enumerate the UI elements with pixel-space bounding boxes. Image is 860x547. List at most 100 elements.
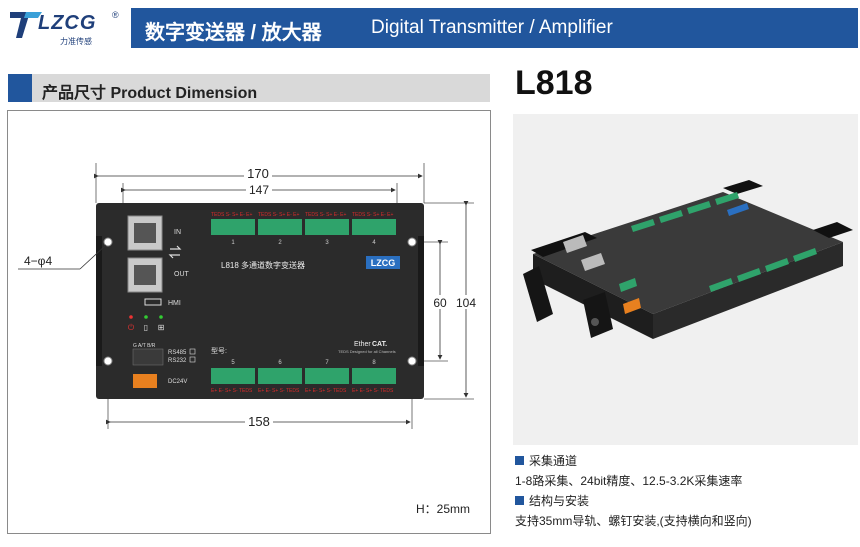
dim-bg bbox=[434, 295, 448, 309]
terminal-label: E+ E- S+ S- TEDS bbox=[352, 388, 394, 394]
side-rail bbox=[96, 236, 102, 366]
rj45-port bbox=[581, 253, 605, 271]
spec-heading-text: 结构与安装 bbox=[529, 494, 590, 508]
end-bracket bbox=[523, 266, 553, 322]
dimension-drawing-svg: 170 147 4−φ4 IN OUT HMI ⏻ ▯ ⊞ L818 多通道数字… bbox=[18, 163, 478, 429]
power-label: DC24V bbox=[168, 379, 187, 385]
side-rail bbox=[418, 236, 424, 366]
terminal-group: 7 E+ E- S+ S- TEDS bbox=[305, 360, 349, 394]
terminal-label: E+ E- S+ S- TEDS bbox=[305, 388, 347, 394]
terminal bbox=[765, 258, 789, 272]
dim-60: 60 bbox=[433, 296, 447, 310]
mount-hole bbox=[103, 237, 113, 247]
terminal-block bbox=[258, 368, 302, 384]
terminal-group: TEDS S- S+ E- E+ 3 bbox=[305, 212, 349, 246]
mount-screw bbox=[591, 318, 599, 326]
mount-hole bbox=[407, 356, 417, 366]
dim-bg bbox=[454, 295, 478, 309]
device-logo-badge bbox=[366, 256, 400, 269]
ethercat-sub: TEDS Designed for all Channels bbox=[338, 349, 396, 354]
terminal-block bbox=[352, 219, 396, 235]
channel-number: 2 bbox=[278, 240, 282, 246]
terminal bbox=[793, 248, 817, 262]
terminal bbox=[715, 192, 739, 205]
channel-number: 1 bbox=[231, 240, 235, 246]
device-logo-badge bbox=[727, 203, 749, 216]
spec-text-1: 1-8路采集、24bit精度、12.5-3.2K采集速率 bbox=[515, 474, 743, 488]
terminal-block bbox=[211, 368, 255, 384]
leader-line bbox=[79, 244, 107, 270]
spec-heading-2: 结构与安装 bbox=[515, 492, 589, 509]
end-rail bbox=[723, 180, 763, 194]
rs232-checkbox bbox=[189, 356, 196, 363]
channel-number: 8 bbox=[372, 360, 376, 366]
channel-number: 3 bbox=[325, 240, 329, 246]
rs232-label: RS232 bbox=[168, 358, 187, 364]
dim-bg bbox=[246, 183, 272, 195]
spec-text-2: 支持35mm导轨、螺钉安装,(支持横向和竖向) bbox=[515, 514, 752, 528]
title-banner: 数字变送器 / 放大器 Digital Transmitter / Amplif… bbox=[131, 8, 858, 48]
photo-terminals-top bbox=[631, 192, 739, 232]
terminal-label: E+ E- S+ S- TEDS bbox=[211, 388, 253, 394]
registered-mark: ® bbox=[112, 10, 119, 20]
rj45-out-socket bbox=[134, 265, 156, 285]
top-terminals: TEDS S- S+ E- E+ 1 TEDS S- S+ E- E+ 2 TE… bbox=[211, 212, 396, 246]
channel-number: 7 bbox=[325, 360, 329, 366]
section-title: 产品尺寸 Product Dimension bbox=[42, 85, 258, 102]
power-connector bbox=[623, 298, 641, 314]
terminal bbox=[631, 219, 655, 232]
status-icon: ▯ bbox=[144, 323, 148, 332]
hmi-port bbox=[144, 298, 162, 306]
model-label: 型号: bbox=[211, 346, 227, 355]
terminal-group: 5 E+ E- S+ S- TEDS bbox=[211, 360, 255, 394]
channel-number: 4 bbox=[372, 240, 376, 246]
product-photo bbox=[513, 114, 858, 445]
terminal-block bbox=[352, 368, 396, 384]
dim-158: 158 bbox=[248, 414, 270, 429]
channel-number: 6 bbox=[278, 360, 282, 366]
power-icon: ⏻ bbox=[128, 323, 135, 332]
rs485-label: RS485 bbox=[168, 350, 187, 356]
terminal-label: TEDS S- S+ E- E+ bbox=[211, 212, 252, 218]
section-accent bbox=[8, 74, 32, 102]
terminal-label: E+ E- S+ S- TEDS bbox=[258, 388, 300, 394]
mount-hole bbox=[407, 237, 417, 247]
terminal-block bbox=[211, 219, 255, 235]
power-connector bbox=[133, 374, 157, 388]
dim-bg bbox=[244, 166, 272, 180]
brand-name: LZCG bbox=[38, 12, 97, 34]
photo-terminals-bottom bbox=[709, 248, 817, 292]
terminal-group: TEDS S- S+ E- E+ 4 bbox=[352, 212, 396, 246]
ethercat-suffix: CAT. bbox=[372, 341, 387, 348]
height-note: H：25mm bbox=[416, 502, 471, 516]
dimension-drawing: 170 147 4−φ4 IN OUT HMI ⏻ ▯ ⊞ L818 多通道数字… bbox=[7, 110, 491, 534]
terminal bbox=[737, 268, 761, 282]
device-body bbox=[96, 203, 424, 399]
hole-label: 4−φ4 bbox=[24, 254, 52, 268]
end-bracket bbox=[583, 292, 613, 338]
terminal-block bbox=[305, 219, 349, 235]
terminal-group: TEDS S- S+ E- E+ 1 bbox=[211, 212, 255, 246]
spec-heading-1: 采集通道 bbox=[515, 452, 577, 469]
led-power bbox=[129, 315, 133, 319]
rs485-connector bbox=[132, 348, 164, 366]
terminal-block bbox=[258, 219, 302, 235]
device-top-face bbox=[533, 192, 843, 314]
terminal-group: 6 E+ E- S+ S- TEDS bbox=[258, 360, 302, 394]
network-icon: ⊞ bbox=[158, 323, 165, 332]
rs485-checkbox bbox=[189, 348, 196, 355]
terminal bbox=[709, 278, 733, 292]
title-cn: 数字变送器 / 放大器 bbox=[145, 22, 322, 44]
bottom-terminals: 5 E+ E- S+ S- TEDS 6 E+ E- S+ S- TEDS 7 … bbox=[211, 360, 396, 394]
logo-mark-icon bbox=[10, 12, 42, 38]
end-rail bbox=[813, 222, 853, 238]
section-header: 产品尺寸 Product Dimension bbox=[32, 74, 490, 102]
terminal-label: TEDS S- S+ E- E+ bbox=[258, 212, 299, 218]
rj45-port bbox=[563, 235, 587, 253]
product-photo-svg bbox=[523, 180, 853, 339]
bullet-square-icon bbox=[515, 496, 524, 506]
terminal-label: TEDS S- S+ E- E+ bbox=[305, 212, 346, 218]
label-out: OUT bbox=[174, 271, 190, 278]
device-name: L818 多通道数字变送器 bbox=[221, 260, 305, 270]
terminal-group: TEDS S- S+ E- E+ 2 bbox=[258, 212, 302, 246]
